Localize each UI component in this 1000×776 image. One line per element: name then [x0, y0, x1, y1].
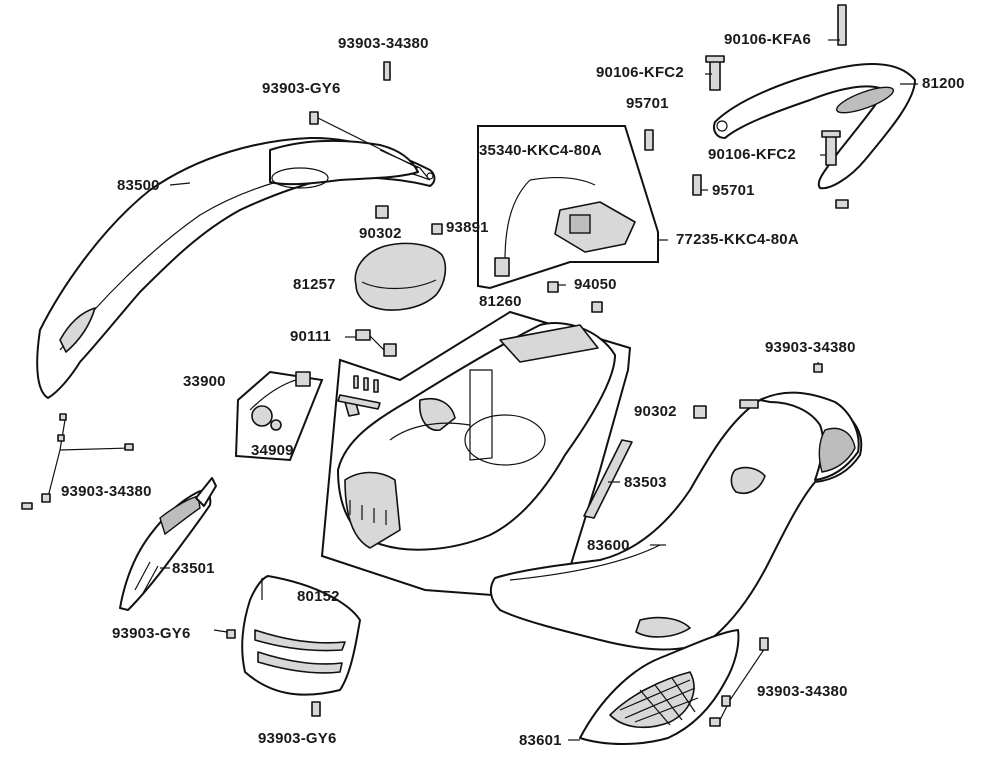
bottom-right-screws	[709, 637, 769, 727]
label-93903-34380-bottom: 93903-34380	[757, 683, 848, 700]
left-body-cover-83500	[36, 136, 436, 399]
label-35340-kkc4-80a: 35340-KKC4-80A	[479, 142, 602, 159]
label-93903-gy6-bottom: 93903-GY6	[258, 730, 337, 747]
label-83500: 83500	[117, 177, 160, 194]
switch-assembly-frame	[477, 125, 659, 290]
label-93903-gy6-top: 93903-GY6	[262, 80, 341, 97]
label-93903-gy6-left: 93903-GY6	[112, 625, 191, 642]
clips-small	[375, 205, 443, 235]
left-screw-group	[21, 413, 134, 510]
label-81260: 81260	[479, 293, 522, 310]
label-93891: 93891	[446, 219, 489, 236]
rear-carrier-81200	[713, 63, 916, 190]
label-81200: 81200	[922, 75, 965, 92]
lock-assembly-33900	[234, 370, 381, 462]
left-lower-bracket-83501	[119, 477, 217, 611]
storage-box-81260	[320, 310, 632, 602]
right-body-cover-83600	[489, 391, 863, 651]
clip-90302-right	[693, 405, 707, 419]
label-80152: 80152	[297, 588, 340, 605]
nuts-94050	[547, 281, 603, 313]
carrier-bolts	[644, 4, 849, 209]
label-34909: 34909	[251, 442, 294, 459]
top-screws	[309, 61, 419, 169]
label-95701-a: 95701	[626, 95, 669, 112]
label-83600: 83600	[587, 537, 630, 554]
label-93903-34380-top: 93903-34380	[338, 35, 429, 52]
rod-83503	[583, 439, 633, 519]
label-90302-b: 90302	[634, 403, 677, 420]
label-90106-kfc2-a: 90106-KFC2	[596, 64, 684, 81]
label-90106-kfc2-b: 90106-KFC2	[708, 146, 796, 163]
label-93903-34380-right: 93903-34380	[765, 339, 856, 356]
label-83601: 83601	[519, 732, 562, 749]
storage-lid-81257	[354, 242, 447, 311]
small-screws-80152	[226, 629, 321, 717]
label-93903-34380-left: 93903-34380	[61, 483, 152, 500]
label-95701-b: 95701	[712, 182, 755, 199]
label-90111: 90111	[290, 328, 332, 345]
lower-panel-80152	[241, 575, 361, 696]
mesh-panel-83601	[579, 629, 740, 745]
label-94050: 94050	[574, 276, 617, 293]
label-83501: 83501	[172, 560, 215, 577]
label-leader-lines	[160, 39, 918, 741]
bolt-90111	[355, 329, 397, 357]
label-90302-a: 90302	[359, 225, 402, 242]
label-77235-kkc4-80a: 77235-KKC4-80A	[676, 231, 799, 248]
label-33900: 33900	[183, 373, 226, 390]
label-83503: 83503	[624, 474, 667, 491]
label-90106-kfa6: 90106-KFA6	[724, 31, 812, 48]
label-81257: 81257	[293, 276, 336, 293]
